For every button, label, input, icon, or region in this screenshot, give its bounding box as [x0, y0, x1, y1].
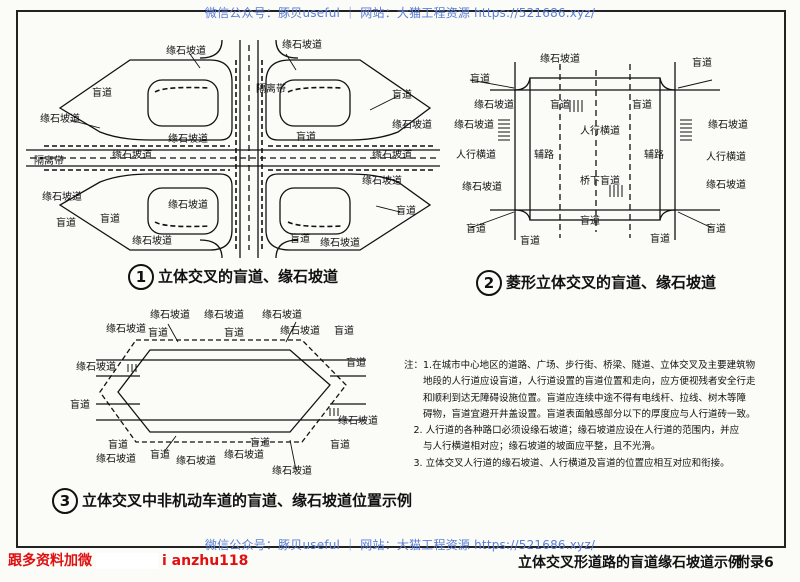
d3-label-b1: 盲道 [108, 438, 128, 451]
d1-label-divider2: 隔离带 [34, 154, 64, 167]
d2-label-blind-bm: 盲道 [520, 234, 540, 247]
diagram2-labels: 盲道 缘石坡道 缘石坡道 盲道 缘石坡道 缘石坡道 人行横道 人行横道 人行横道… [454, 52, 748, 247]
d1-label-blind2: 盲道 [392, 88, 412, 101]
d1-label-curb11: 缘石坡道 [132, 234, 172, 247]
d1-label-curb7: 缘石坡道 [168, 132, 208, 145]
d2-label-crosswalk-l: 人行横道 [456, 148, 496, 161]
d3-label-l2: 盲道 [70, 398, 90, 411]
d3-label-b2: 缘石坡道 [96, 452, 136, 465]
d3-label-t6: 盲道 [224, 326, 244, 339]
d1-label-curb9: 缘石坡道 [362, 174, 402, 187]
diagram1-caption-text: 立体交叉的盲道、缘石坡道 [158, 267, 339, 286]
d3-label-t2: 缘石坡道 [204, 308, 244, 321]
d3-label-b3: 盲道 [150, 448, 170, 461]
sheet-title: 立体交叉形道路的盲道缘石坡道示例 [518, 555, 742, 571]
d2-label-blind-tl: 盲道 [470, 72, 490, 85]
watermark-bottom: 微信公众号：豚贝useful ｜ 网站：大猫工程资源 https://52168… [204, 538, 596, 552]
diagram2-number: 2 [476, 270, 502, 296]
d1-label-blind1: 盲道 [92, 86, 112, 99]
d1-label-curb3: 缘石坡道 [40, 112, 80, 125]
d3-label-b8: 盲道 [330, 438, 350, 451]
d1-label-blind5: 盲道 [396, 204, 416, 217]
d2-label-aux-r: 辅路 [644, 148, 664, 161]
d2-label-blind-bl: 盲道 [466, 222, 486, 235]
d3-label-l1: 缘石坡道 [76, 360, 116, 373]
note-line: 3. 立体交叉人行道的缘石坡道、人行横道及盲道的位置应相互对应和衔接。 [404, 457, 730, 469]
diagram3-drawing [96, 339, 366, 443]
d2-label-curb-bl: 缘石坡道 [462, 180, 502, 193]
d2-label-blind-b3: 盲道 [650, 232, 670, 245]
drawing-frame [16, 10, 786, 548]
diagram2-caption-text: 菱形立体交叉的盲道、缘石坡道 [506, 273, 717, 292]
d3-label-t1: 缘石坡道 [150, 308, 190, 321]
diagram1-number: 1 [128, 264, 154, 290]
d1-label-blind3: 盲道 [296, 130, 316, 143]
d2-label-crosswalk-mid: 人行横道 [580, 124, 620, 137]
d3-label-b6: 缘石坡道 [272, 464, 312, 477]
d1-label-blind4: 盲道 [56, 216, 76, 229]
d2-label-curb-l: 缘石坡道 [454, 118, 494, 131]
d1-label-curb10: 缘石坡道 [168, 198, 208, 211]
promo-redaction [96, 553, 158, 569]
d1-label-curb12: 缘石坡道 [320, 236, 360, 249]
promo-right: i anzhu118 [162, 553, 249, 569]
watermark-top: 微信公众号：豚贝useful ｜ 网站：大猫工程资源 https://52168… [204, 6, 596, 20]
d2-label-blind-m1: 盲道 [550, 98, 570, 111]
note-line: 碍物，盲道宜避开井盖设置。盲道表面触感部分以下的厚度应与人行道砖一致。 [404, 408, 756, 420]
d3-label-b7: 盲道 [250, 436, 270, 449]
d2-label-curb-br: 缘石坡道 [706, 178, 746, 191]
d3-label-t5: 盲道 [148, 326, 168, 339]
notes-block: 注：1.在城市中心地区的道路、广场、步行街、桥梁、隧道、立体交叉及主要建筑物 地… [404, 358, 774, 472]
d3-label-t8: 盲道 [334, 324, 354, 337]
d2-label-crosswalk-r: 人行横道 [706, 150, 746, 163]
note-line: 2. 人行道的各种路口必须设缘石坡道；缘石坡道应设在人行道的范围内，并应 [404, 425, 740, 437]
d3-label-b9: 盲道 [346, 356, 366, 369]
d3-label-t4: 缘石坡道 [106, 322, 146, 335]
d2-label-blind-m2: 盲道 [632, 98, 652, 111]
d1-label-curb5: 缘石坡道 [112, 148, 152, 161]
d1-label-curb2: 缘石坡道 [282, 38, 322, 51]
d2-label-curb-r: 缘石坡道 [708, 118, 748, 131]
promo-text: 跟多资料加微 i anzhu118 [8, 550, 248, 570]
d2-label-under-bridge: 桥下盲道 [580, 174, 620, 187]
d2-label-blind-br: 盲道 [706, 222, 726, 235]
d1-label-blind6: 盲道 [100, 212, 120, 225]
diagram3-number: 3 [52, 488, 78, 514]
d3-label-b5: 缘石坡道 [224, 448, 264, 461]
diagram3-caption-text: 立体交叉中非机动车道的盲道、缘石坡道位置示例 [82, 491, 413, 510]
d1-label-curb1: 缘石坡道 [166, 44, 206, 57]
promo-left: 跟多资料加微 [8, 553, 92, 569]
diagram1-labels: 缘石坡道 缘石坡道 盲道 隔离带 盲道 缘石坡道 缘石坡道 隔离带 缘石坡道 缘… [34, 38, 432, 249]
diagram2-drawing [490, 62, 720, 240]
diagram1-drawing [26, 39, 440, 259]
d2-label-aux-l: 辅路 [534, 148, 554, 161]
note-line: 注：1.在城市中心地区的道路、广场、步行街、桥梁、隧道、立体交叉及主要建筑物 [404, 360, 756, 371]
d3-label-t3: 缘石坡道 [262, 308, 302, 321]
note-line: 地段的人行道应设盲道，人行道设置的盲道位置和走向，应方便视残者安全行走 [404, 376, 756, 388]
diagram3-labels: 缘石坡道 缘石坡道 缘石坡道 缘石坡道 盲道 盲道 缘石坡道 盲道 缘石坡道 盲… [70, 308, 378, 477]
d2-label-blind-b2: 盲道 [580, 214, 600, 227]
note-line: 和顺利到达无障碍设施位置。盲道应连续中途不得有电线杆、拉线、树木等障 [404, 392, 747, 404]
note-line: 与人行横道相对应；缘石坡道的坡面应平整，且不光滑。 [404, 441, 661, 453]
d2-label-blind-tr: 盲道 [692, 56, 712, 69]
d1-label-blind7: 盲道 [290, 232, 310, 245]
d3-label-b4: 缘石坡道 [176, 454, 216, 467]
appendix-number: 附录6 [736, 555, 774, 571]
d2-label-curb-t: 缘石坡道 [540, 52, 580, 65]
d1-label-divider1: 隔离带 [256, 82, 286, 95]
d1-label-curb8: 缘石坡道 [42, 190, 82, 203]
d1-label-curb6: 缘石坡道 [372, 148, 412, 161]
d1-label-curb4: 缘石坡道 [392, 118, 432, 131]
d3-label-b10: 缘石坡道 [338, 414, 378, 427]
d2-label-curb-tl: 缘石坡道 [474, 98, 514, 111]
d3-label-t7: 缘石坡道 [280, 324, 320, 337]
